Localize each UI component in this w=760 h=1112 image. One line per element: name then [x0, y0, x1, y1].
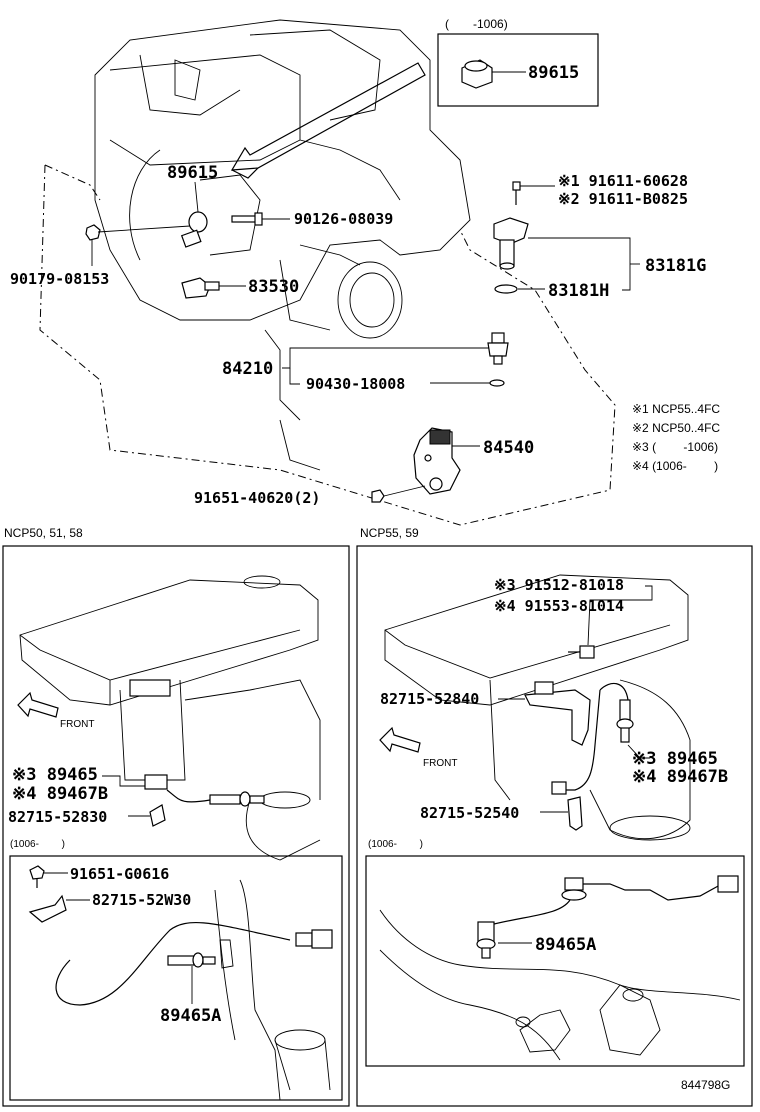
- arrow-indicator: [230, 62, 426, 179]
- part-89615-inset: 89615: [528, 63, 579, 83]
- note-4: ※4 (1006- ): [632, 459, 718, 473]
- note-2: ※2 NCP50..4FC: [632, 421, 720, 435]
- pressure-switch-icon: [181, 277, 220, 299]
- o2-sensor-icon: [551, 682, 634, 795]
- bolt-icon: [512, 181, 521, 205]
- o2-sensor-cable-icon: [476, 875, 739, 959]
- right-part-91553-81014: ※4 91553-81014: [494, 597, 624, 615]
- right-front-label: FRONT: [423, 758, 457, 769]
- part-84540: 84540: [483, 438, 534, 458]
- left-sub-part-82715-52w30: 82715-52W30: [92, 891, 191, 909]
- nut-icon: [85, 224, 101, 241]
- o2-sensor-icon: [144, 774, 265, 807]
- left-front-label: FRONT: [60, 719, 94, 730]
- part-91611-60628: ※1 91611-60628: [558, 172, 688, 190]
- knock-sensor-icon: [180, 211, 208, 248]
- o2-sensor-cable-icon: [55, 921, 333, 1006]
- bolt-icon: [231, 212, 263, 226]
- left-panel-title: NCP50, 51, 58: [4, 526, 83, 540]
- note-3: ※3 ( -1006): [632, 440, 718, 454]
- switch-icon: [487, 332, 509, 365]
- left-engine-cover: [19, 575, 321, 861]
- bolt-icon: [568, 645, 595, 659]
- left-sub-note: (1006- ): [10, 839, 65, 850]
- left-panel: [2, 545, 350, 1107]
- inset-box: [437, 33, 599, 107]
- left-part-89465: ※3 89465: [12, 765, 98, 785]
- bracket-icon: [524, 681, 591, 746]
- o-ring-icon: [494, 284, 518, 294]
- bolt-icon: [371, 489, 385, 503]
- part-83181g: 83181G: [645, 256, 706, 276]
- note-1: ※1 NCP55..4FC: [632, 402, 720, 416]
- engine-boundary: [39, 164, 616, 526]
- right-sub-drawing: [379, 909, 741, 1061]
- part-90179-08153: 90179-08153: [10, 270, 109, 288]
- left-sub-drawing: [214, 879, 331, 1101]
- bracket-icon: [149, 804, 166, 827]
- right-sub-note: (1006- ): [368, 839, 423, 850]
- bracket-icon: [567, 796, 583, 831]
- right-part-82715-52540: 82715-52540: [420, 804, 519, 822]
- front-arrow-icon: [379, 726, 421, 753]
- right-panel-title: NCP55, 59: [360, 526, 419, 540]
- neutral-switch-icon: [413, 427, 461, 495]
- engine-outline: [94, 19, 471, 471]
- part-90430-18008: 90430-18008: [306, 375, 405, 393]
- front-arrow-icon: [17, 691, 59, 718]
- part-83181h: 83181H: [548, 281, 609, 301]
- right-part-91512-81018: ※3 91512-81018: [494, 576, 624, 594]
- bolt-icon: [29, 865, 45, 888]
- bracket-icon: [28, 894, 67, 923]
- left-sub-part-91651-g0616: 91651-G0616: [70, 865, 169, 883]
- washer-icon: [489, 379, 505, 387]
- left-sub-panel: [9, 855, 343, 1101]
- left-part-82715-52830: 82715-52830: [8, 808, 107, 826]
- left-sub-part-89465a: 89465A: [160, 1006, 221, 1026]
- right-part-89465: ※3 89465: [632, 749, 718, 769]
- cam-sensor-icon: [493, 217, 529, 270]
- part-89615: 89615: [167, 163, 218, 183]
- part-90126-08039: 90126-08039: [294, 210, 393, 228]
- right-part-82715-52840: 82715-52840: [380, 690, 479, 708]
- diagram-id: 844798G: [681, 1078, 730, 1092]
- right-sub-part-89465a: 89465A: [535, 935, 596, 955]
- right-sub-panel: [365, 855, 745, 1067]
- right-part-89467b: ※4 89467B: [632, 767, 728, 787]
- left-part-89467b: ※4 89467B: [12, 784, 108, 804]
- part-91611-b0825: ※2 91611-B0825: [558, 190, 688, 208]
- right-panel: [356, 545, 753, 1107]
- knock-sensor-icon: [461, 59, 493, 89]
- part-91651-40620: 91651-40620(2): [194, 489, 320, 507]
- part-84210: 84210: [222, 359, 273, 379]
- inset-note: ( -1006): [445, 17, 508, 31]
- part-83530: 83530: [248, 277, 299, 297]
